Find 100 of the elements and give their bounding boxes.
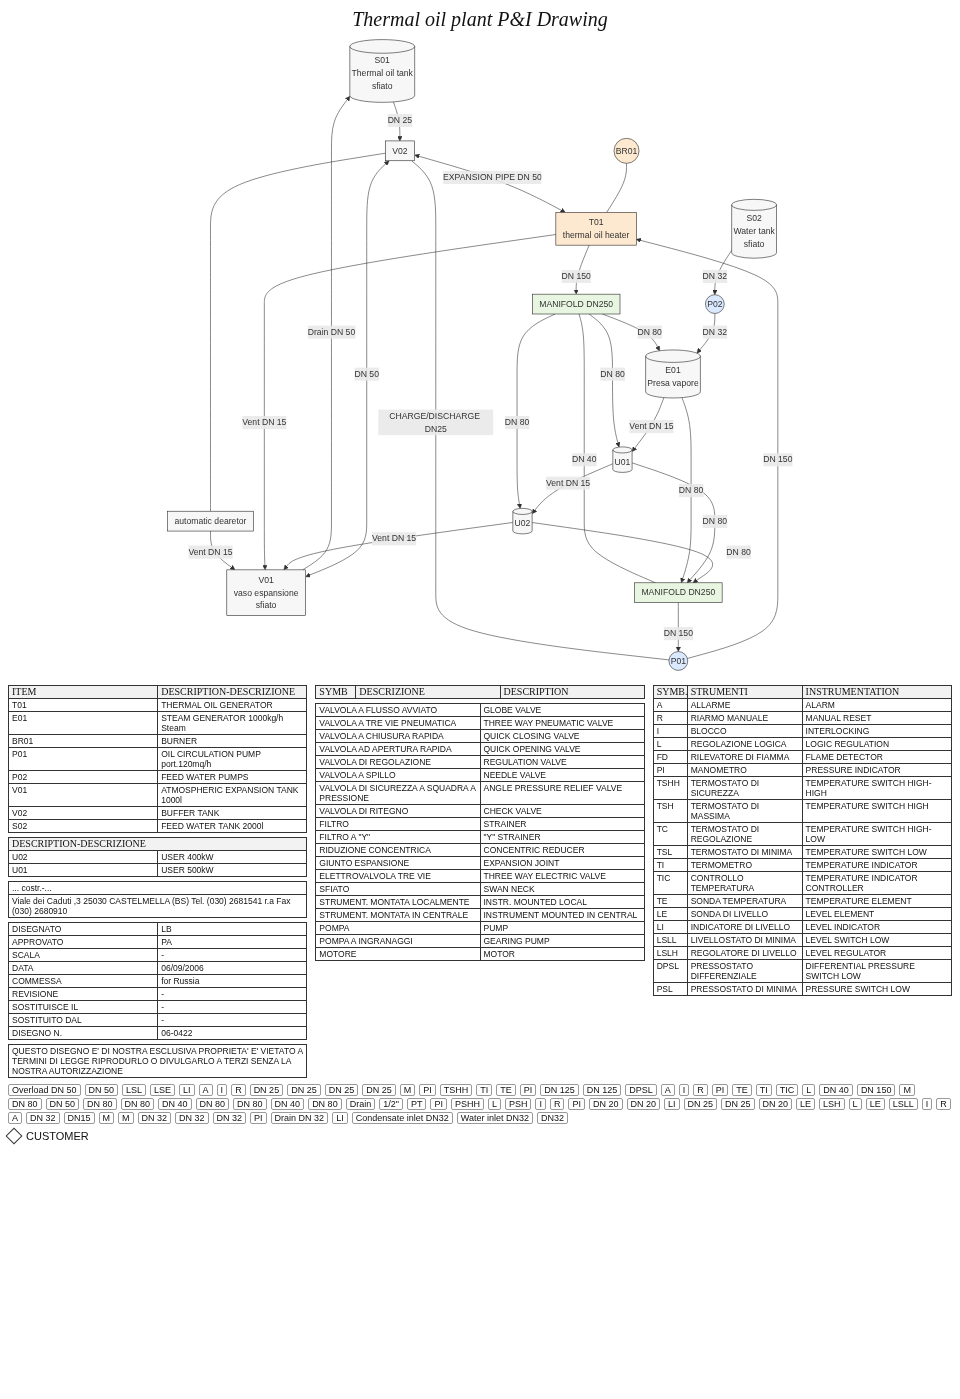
table-entry: PI: [653, 764, 688, 777]
table-entry: ELETTROVALVOLA TRE VIE: [316, 870, 481, 883]
table-entry: V01: [9, 784, 159, 807]
drawing-tag: Drain: [345, 1098, 376, 1110]
drawing-tag: LSLL: [888, 1098, 918, 1110]
drawing-tag: DN 80: [120, 1098, 155, 1110]
edge-label: DN 150: [561, 270, 591, 281]
drawing-tag: DN32: [536, 1112, 568, 1124]
drawing-tag: 1/2": [379, 1098, 403, 1110]
table-entry: FD: [653, 751, 688, 764]
table-header: SYMB: [316, 686, 357, 699]
table-entry: TI: [653, 859, 688, 872]
table-entry: DATA: [9, 962, 159, 975]
drawing-tag: DN15: [63, 1112, 95, 1124]
table-entry: MOTORE: [316, 948, 481, 961]
table-header: DESCRIPTION: [500, 686, 645, 699]
table-entry: I: [653, 725, 688, 738]
drawing-tag: DN 25: [249, 1084, 284, 1096]
drawing-tag: A: [8, 1112, 22, 1124]
drawing-tag: Overload DN 50: [8, 1084, 81, 1096]
table-entry: TEMPERATURE SWITCH HIGH-HIGH: [802, 777, 952, 800]
edge-label: DN 80: [726, 546, 751, 557]
edge-label: DN 40: [571, 454, 597, 465]
connector: [210, 152, 386, 512]
table-entry: U01: [9, 864, 159, 877]
table-entry: QUICK CLOSING VALVE: [480, 730, 645, 743]
table-entry: TIC: [653, 872, 688, 895]
table-entry: VALVOLA A CHIUSURA RAPIDA: [316, 730, 481, 743]
table-entry: -: [158, 949, 308, 962]
drawing-tag: DN 25: [721, 1098, 755, 1110]
table-entry: STRAINER: [480, 818, 645, 831]
node-circle: BR01: [613, 138, 640, 164]
table-entry: -: [158, 988, 308, 1001]
table-header: SYMB.: [653, 686, 688, 699]
drawing-tag: DN 40: [819, 1084, 853, 1096]
node-box: MANIFOLD DN250: [634, 582, 723, 603]
table-entry: COMMESSA: [9, 975, 159, 988]
drawing-tag: TI: [755, 1084, 772, 1096]
table-entry: ... costr.-...: [9, 882, 308, 895]
drawing-tag: LE: [865, 1098, 885, 1110]
table-entry: QUESTO DISEGNO E' DI NOSTRA ESCLUSIVA PROPRIETA' E' VIETATO A TERMINI DI LEGGE RIPRODURLO O DIVULGARLO A TERZI SENZA LA NOSTRA AUTORIZZAZIONE: [9, 1045, 308, 1078]
table-entry: TEMPERATURE SWITCH HIGH-LOW: [802, 823, 952, 846]
table-entry: RIARMO MANUALE: [687, 712, 803, 725]
legend-text: CUSTOMER: [26, 1130, 89, 1142]
table-entry: DPSL: [653, 960, 688, 983]
table-entry: TEMPERATURE ELEMENT: [802, 895, 952, 908]
table-entry: LEVEL ELEMENT: [802, 908, 952, 921]
table-entry: BLOCCO: [687, 725, 803, 738]
table-entry: ANGLE PRESSURE RELIEF VALVE: [480, 782, 645, 805]
table-entry: Viale dei Caduti ,3 25030 CASTELMELLA (BS) Tel. (030) 2681541 r.a Fax (030) 2680910: [9, 895, 308, 918]
drawing-tag: TSHH: [439, 1084, 473, 1096]
drawing-tag: I: [921, 1098, 933, 1110]
table-header: DESCRIZIONE: [356, 686, 501, 699]
table-entry: DISEGNO N.: [9, 1027, 159, 1040]
drawing-tag: PI: [519, 1084, 537, 1096]
table-entry: TSHH: [653, 777, 688, 800]
table-entry: INSTRUMENT MOUNTED IN CENTRAL: [480, 909, 645, 922]
table-entry: TSH: [653, 800, 688, 823]
edge-label: Vent DN 15: [188, 546, 233, 557]
table-entry: FEED WATER PUMPS: [158, 771, 308, 784]
node-circle: P01: [668, 651, 688, 671]
table-entry: VALVOLA AD APERTURA RAPIDA: [316, 743, 481, 756]
table-entry: FILTRO A "Y": [316, 831, 481, 844]
edge-label: DN 150: [763, 454, 793, 465]
table-entry: P02: [9, 771, 159, 784]
node-box: T01 thermal oil heater: [555, 212, 637, 246]
table-entry: ALARM: [802, 699, 952, 712]
drawing-tag: Drain DN 32: [270, 1112, 329, 1124]
table-entry: POMPA: [316, 922, 481, 935]
table-entry: 06-0422: [158, 1027, 308, 1040]
drawing-tag: DN 20: [758, 1098, 793, 1110]
drawing-tag: I: [678, 1084, 690, 1096]
drawing-tag: DN 20: [626, 1098, 660, 1110]
drawing-tag: PSH: [504, 1098, 532, 1110]
table-entry: VALVOLA DI REGOLAZIONE: [316, 756, 481, 769]
drawing-tag: Water inlet DN32: [456, 1112, 533, 1124]
table-entry: FILTRO: [316, 818, 481, 831]
table-entry: SWAN NECK: [480, 883, 645, 896]
drawing-tag: TE: [496, 1084, 516, 1096]
table-entry: REGOLATORE DI LIVELLO: [687, 947, 803, 960]
drawing-tag: DN 150: [856, 1084, 896, 1096]
drawing-tag: R: [693, 1084, 708, 1096]
table-entry: E01: [9, 712, 159, 735]
table-header: DESCRIPTION-DESCRIZIONE: [158, 686, 308, 699]
table-entry: TEMPERATURE INDICATOR: [802, 859, 952, 872]
drawing-tag: TIC: [775, 1084, 799, 1096]
table-entry: RIDUZIONE CONCENTRICA: [316, 844, 481, 857]
drawing-tag: LSL: [122, 1084, 147, 1096]
table-entry: T01: [9, 699, 159, 712]
table-entry: SOSTITUITO DAL: [9, 1014, 159, 1027]
table-entry: CONTROLLO TEMPERATURA: [687, 872, 803, 895]
table-entry: BURNER: [158, 735, 308, 748]
edge-label: EXPANSION PIPE DN 50: [443, 171, 542, 182]
table-entry: 06/09/2006: [158, 962, 308, 975]
edge-label: DN 80: [637, 326, 662, 337]
node-circle: P02: [705, 294, 725, 314]
table-entry: EXPANSION JOINT: [480, 857, 645, 870]
table-entry: THREE WAY PNEUMATIC VALVE: [480, 717, 645, 730]
drawing-tag: LI: [664, 1098, 680, 1110]
table-entry: FEED WATER TANK 2000l: [158, 820, 308, 833]
